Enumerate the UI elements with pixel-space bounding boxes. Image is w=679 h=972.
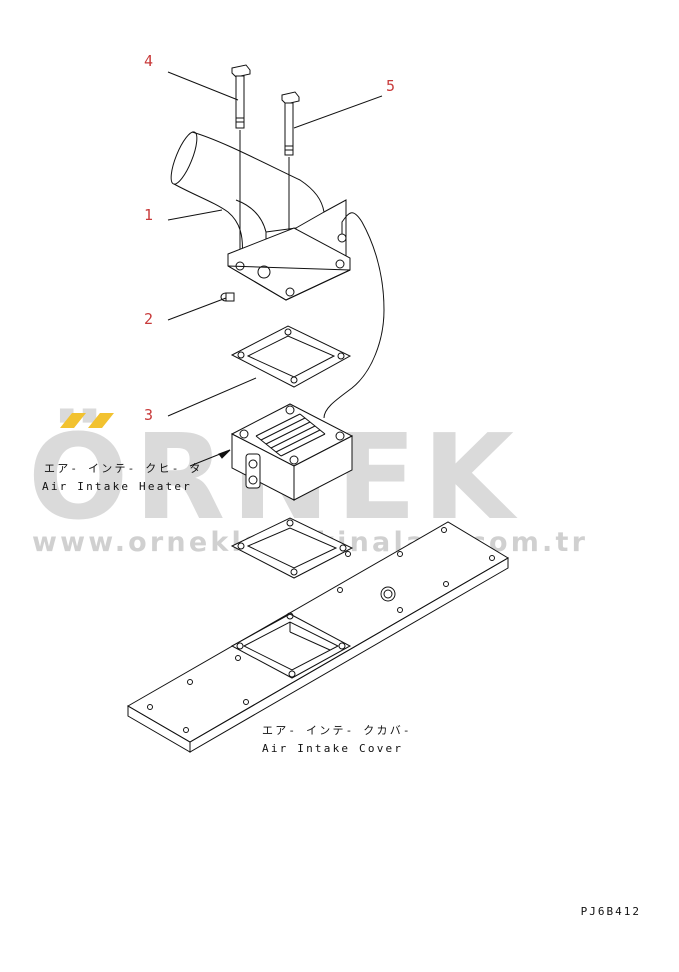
callout-2: 2 — [144, 310, 154, 328]
callout-4: 4 — [144, 52, 154, 70]
gasket-lower — [230, 517, 354, 579]
watermark-logo-accent — [60, 413, 114, 428]
heater-label-en: Air Intake Heater — [42, 480, 192, 493]
cover-label-en: Air Intake Cover — [262, 742, 404, 755]
bolt-5 — [281, 91, 300, 290]
air-intake-cover — [127, 521, 509, 753]
callout-1: 1 — [144, 206, 154, 224]
gasket-upper — [230, 325, 352, 388]
plug — [220, 292, 235, 302]
bolt-4 — [231, 64, 251, 262]
callout-5: 5 — [386, 77, 396, 95]
heater-label-jp: エア- インテ- クヒ- タ — [44, 462, 203, 475]
callout-3: 3 — [144, 406, 154, 424]
leader-lines — [167, 71, 383, 467]
drawing-code: PJ6B412 — [580, 905, 641, 918]
air-intake-heater — [230, 403, 354, 501]
intake-elbow — [170, 131, 385, 419]
cover-label-jp: エア- インテ- クカバ- — [262, 724, 412, 737]
